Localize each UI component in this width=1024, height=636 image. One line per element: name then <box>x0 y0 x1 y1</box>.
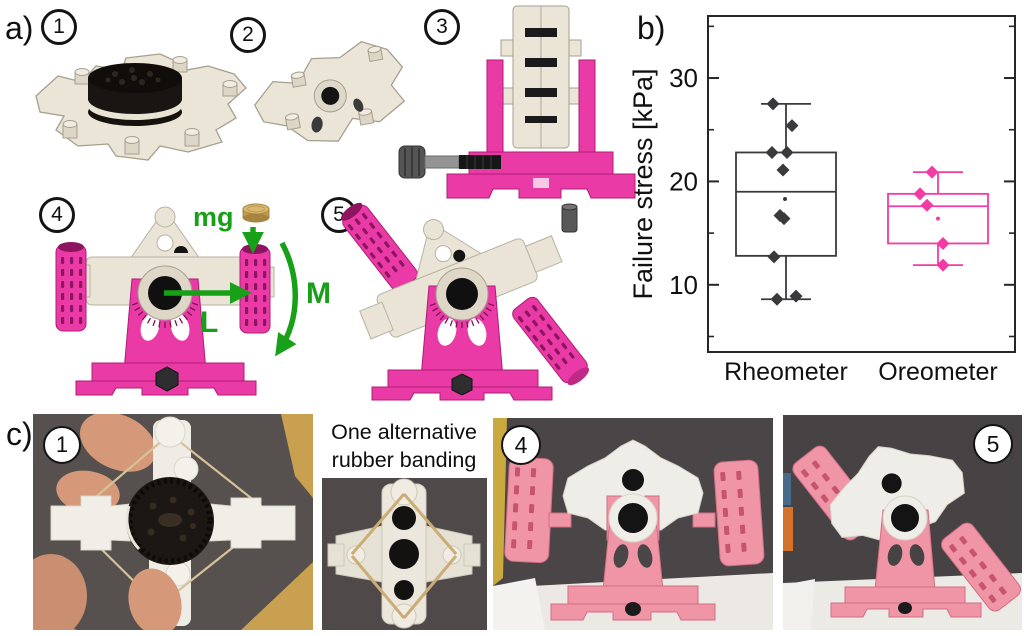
arm-left <box>504 456 554 564</box>
panel-c-label: c) <box>6 416 33 452</box>
step-3-badge: 3 <box>424 9 460 45</box>
holes <box>389 506 419 600</box>
data-point <box>777 212 791 226</box>
step-2-number: 2 <box>242 23 254 46</box>
data-point <box>765 145 779 159</box>
penny-icon <box>242 203 270 223</box>
data-point <box>780 145 794 159</box>
panel-b-label: b) <box>637 10 666 46</box>
step-3-cad-render <box>398 5 636 233</box>
protractor-ticks <box>429 302 495 328</box>
step-3-number: 3 <box>436 15 448 38</box>
data-point <box>770 292 784 306</box>
mean-dot <box>783 196 787 201</box>
failure-stress-chart: 10 20 30 Failure stress [kPa] Rheometer Oreom… <box>628 15 1016 386</box>
oreo-cookie <box>88 63 182 126</box>
hex-nut <box>451 373 473 396</box>
step-1-cad-render <box>35 53 247 161</box>
caption-line-2: rubber banding <box>331 448 477 472</box>
stand-base <box>75 362 257 396</box>
clamp-pegs <box>62 56 238 155</box>
lever-arm-label: L <box>200 306 219 339</box>
white-plate <box>829 446 965 542</box>
protractor-ticks <box>131 302 199 328</box>
data-point <box>925 165 939 179</box>
step-2-badge: 2 <box>230 17 266 53</box>
data-point <box>936 236 950 250</box>
annotation-arrows <box>164 227 298 357</box>
step-1-badge: 1 <box>41 9 77 45</box>
data-point <box>913 187 927 201</box>
oreo-edge <box>446 278 478 310</box>
caption-line-1: One alternative <box>331 420 477 444</box>
y-tick-label: 20 <box>669 166 698 196</box>
oreo-cookie <box>125 477 214 565</box>
photo-4-number: 4 <box>514 431 528 458</box>
y-tick-label: 30 <box>669 63 698 93</box>
photo-rubber-banding <box>322 478 487 630</box>
data-point <box>776 163 790 177</box>
clamp-pegs <box>284 45 384 131</box>
photo-1-art <box>33 414 313 630</box>
data-point <box>789 289 803 303</box>
base <box>830 586 982 618</box>
hand <box>33 414 157 630</box>
photo-printed-oreometer: 4 <box>493 418 773 630</box>
photo-twisted-oreometer: 5 <box>783 415 1022 630</box>
data-point <box>767 250 781 264</box>
arm-right <box>713 459 765 567</box>
photo-2-art <box>322 478 487 630</box>
data-point <box>936 258 950 272</box>
mean-dot <box>936 216 940 221</box>
center-hole <box>618 503 648 533</box>
data-point <box>785 119 799 133</box>
photo-4-art <box>493 418 773 630</box>
step-4-badge: 4 <box>39 197 75 233</box>
data-point <box>766 97 780 111</box>
step-2-cad-render <box>253 40 406 142</box>
x-category-label: Oreometer <box>878 358 997 386</box>
photo-5-badge: 5 <box>973 424 1013 464</box>
step-1-number: 1 <box>53 15 65 38</box>
step-5-cad-render <box>340 202 590 401</box>
rubber-bands <box>350 493 458 619</box>
penny-cylinder-right <box>239 244 271 334</box>
photo-1-badge: 1 <box>43 426 81 464</box>
thumb <box>128 568 182 630</box>
penny-cylinder-left <box>340 202 418 292</box>
bolt <box>398 145 501 179</box>
x-category-label: Rheometer <box>724 358 848 386</box>
photo-1-number: 1 <box>55 432 69 457</box>
center-hole <box>891 504 919 532</box>
arm-connectors <box>548 512 716 528</box>
panel-a-label: a) <box>5 10 34 46</box>
data-point <box>920 198 934 212</box>
clamp-stack <box>500 5 582 149</box>
y-tick-label: 10 <box>669 270 698 300</box>
photo-clamped-oreo: 1 <box>33 414 313 630</box>
photo-4-badge: 4 <box>501 425 541 465</box>
y-axis-label: Failure stress [kPa] <box>628 68 658 299</box>
wedge-pin <box>561 203 578 233</box>
step-4-cad-render <box>55 203 298 396</box>
step-4-number: 4 <box>51 203 63 226</box>
torque-arrow <box>275 241 298 357</box>
arm-right <box>941 522 1021 612</box>
white-plate <box>562 439 704 531</box>
photo-5-number: 5 <box>986 430 1000 457</box>
penny-cylinder-right <box>512 296 590 386</box>
hex-nut <box>155 366 179 392</box>
center-hole <box>321 86 340 105</box>
penny-cylinder-left <box>55 242 87 332</box>
step-5-number: 5 <box>333 203 345 226</box>
base <box>550 585 716 621</box>
stand <box>446 59 636 199</box>
stand-base <box>371 369 553 401</box>
weight-label: mg <box>193 202 234 232</box>
torque-label: M <box>306 277 331 310</box>
